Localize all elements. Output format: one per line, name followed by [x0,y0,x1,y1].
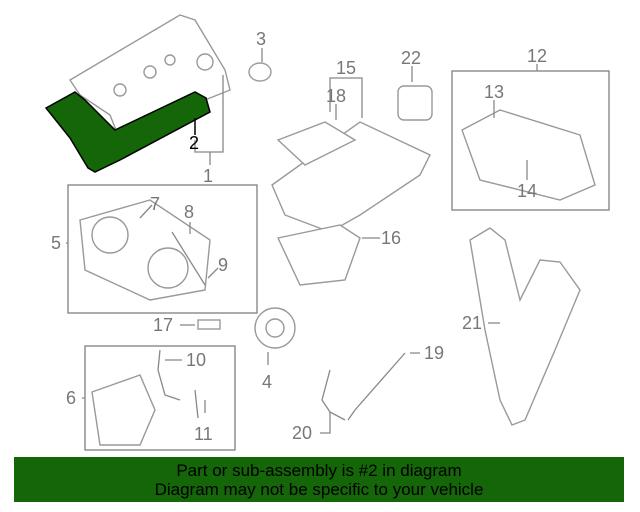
oil-filter-part-22[interactable] [397,85,433,121]
timing-cover-part-12[interactable] [461,109,596,201]
callout-22[interactable]: 22 [401,48,421,68]
timing-assembly-box [67,184,258,314]
callout-3[interactable]: 3 [256,29,266,49]
banner-line-2: Diagram may not be specific to your vehi… [154,480,484,499]
callout-8[interactable]: 8 [184,202,194,222]
callout-13[interactable]: 13 [484,82,504,102]
callout-19[interactable]: 19 [424,343,444,363]
callout-15[interactable]: 15 [336,58,356,78]
lower-cover-part-6[interactable] [91,374,156,446]
callout-4[interactable]: 4 [262,372,272,392]
oil-cap-part-3[interactable] [248,62,272,82]
timing-belt-part-21[interactable] [469,227,581,426]
callout-18[interactable]: 18 [326,86,346,106]
callout-2[interactable]: 2 [189,133,199,153]
callout-20[interactable]: 20 [292,423,312,443]
callout-7[interactable]: 7 [150,194,160,214]
callout-12[interactable]: 12 [527,46,547,66]
oil-pan-part-15[interactable] [271,121,431,233]
callout-6[interactable]: 6 [66,388,76,408]
lower-pan-part-16[interactable] [276,224,361,286]
leader-1 [194,75,224,165]
callout-14[interactable]: 14 [517,181,537,201]
part-info-banner: Part or sub-assembly is #2 in diagram Di… [14,457,624,502]
callout-11[interactable]: 11 [194,424,213,444]
callout-1[interactable]: 1 [203,166,213,186]
callout-16[interactable]: 16 [381,228,401,248]
callout-10[interactable]: 10 [186,350,206,370]
banner-line-1: Part or sub-assembly is #2 in diagram [176,461,462,480]
timing-cover-box [451,70,610,211]
valve-cover-gasket-part-2[interactable] [44,91,211,173]
sensor-part-17[interactable] [197,319,221,330]
callout-9[interactable]: 9 [218,255,228,275]
pan-gasket-part-18[interactable] [276,121,357,166]
callout-21[interactable]: 21 [462,313,482,333]
valve-cover-part-1[interactable] [69,14,231,141]
callout-17[interactable]: 17 [153,315,173,335]
callout-5[interactable]: 5 [51,233,61,253]
